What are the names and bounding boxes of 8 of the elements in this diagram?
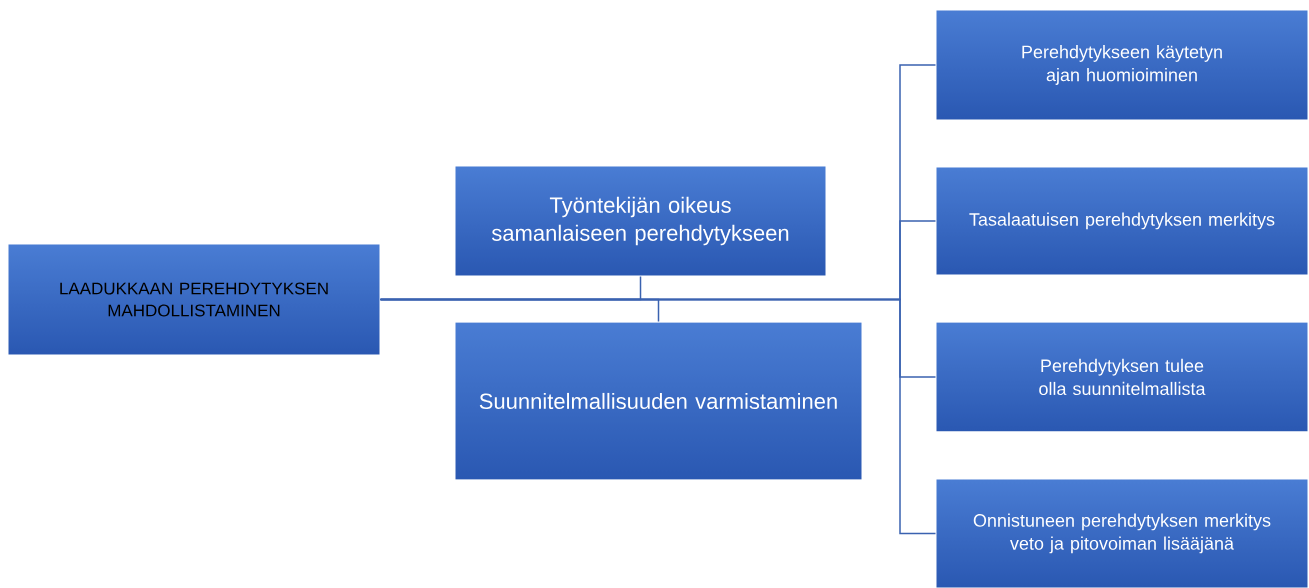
item-box: Onnistuneen perehdytyksen merkitys veto ja pitovoiman lisääjänä bbox=[935, 478, 1309, 588]
topic-box: Suunnitelmallisuuden varmistaminen bbox=[454, 321, 863, 481]
item-box: Perehdytyksen tulee olla suunnitelmallista bbox=[935, 321, 1309, 433]
item-box: Perehdytykseen käytetyn ajan huomioiminen bbox=[935, 9, 1309, 121]
connector-line bbox=[379, 298, 937, 535]
root-box: LAADUKKAAN PEREHDYTYKSEN MAHDOLLISTAMINEN bbox=[7, 243, 381, 356]
topic-box: Työntekijän oikeus samanlaiseen perehdytykseen bbox=[454, 165, 827, 277]
item-box: Tasalaatuisen perehdytyksen merkitys bbox=[935, 166, 1309, 276]
